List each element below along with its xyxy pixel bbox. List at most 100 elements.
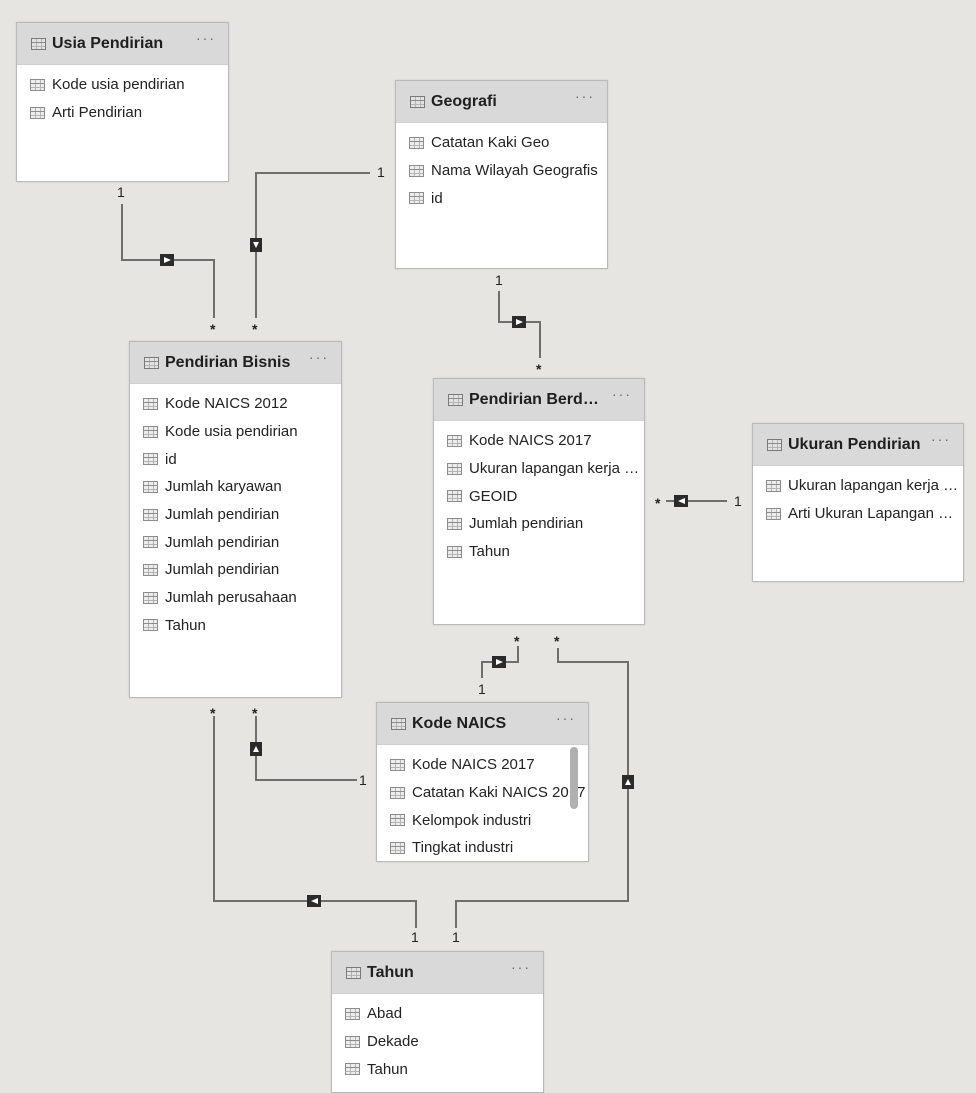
filter-direction-icon	[250, 238, 262, 252]
field-table-icon	[390, 758, 405, 771]
filter-direction-icon	[250, 742, 262, 756]
table-header[interactable]: Usia Pendirian ···	[17, 23, 228, 65]
table-title: Usia Pendirian	[52, 34, 164, 52]
field-row[interactable]: Jumlah perusahaan	[130, 584, 341, 612]
field-row[interactable]: Dekade	[332, 1028, 543, 1056]
field-label: Ukuran lapangan kerja pendi...	[788, 477, 963, 495]
more-options-icon[interactable]: ···	[575, 87, 595, 104]
field-row[interactable]: Arti Ukuran Lapangan Kerj...	[753, 500, 963, 528]
field-label: Jumlah perusahaan	[165, 589, 297, 607]
field-row[interactable]: Kode usia pendirian	[130, 418, 341, 446]
field-table-icon	[143, 619, 158, 632]
field-row[interactable]: Arti Pendirian	[17, 99, 228, 127]
field-row[interactable]: GEOID	[434, 482, 644, 510]
field-label: Ukuran lapangan kerja pendi...	[469, 460, 644, 478]
field-label: Catatan Kaki Geo	[431, 134, 550, 152]
field-table-icon	[345, 1035, 360, 1048]
more-options-icon[interactable]: ···	[511, 958, 531, 975]
table-header[interactable]: Ukuran Pendirian ···	[753, 424, 963, 466]
field-row[interactable]: Ukuran lapangan kerja pendi...	[434, 455, 644, 483]
field-label: id	[431, 189, 443, 207]
field-row[interactable]: Jumlah pendirian	[434, 510, 644, 538]
cardinality-one: 1	[495, 272, 503, 288]
table-card-pendirian-berdasarkan[interactable]: Pendirian Berdasa... ··· Kode NAICS 2017…	[433, 378, 645, 625]
field-label: Jumlah pendirian	[469, 515, 584, 533]
table-title: Pendirian Berdasa...	[469, 390, 606, 408]
field-row[interactable]: id	[396, 184, 607, 212]
scrollbar-thumb[interactable]	[570, 747, 578, 809]
cardinality-one: 1	[452, 929, 460, 945]
table-header[interactable]: Geografi ···	[396, 81, 607, 123]
more-options-icon[interactable]: ···	[931, 430, 951, 447]
field-list: Ukuran lapangan kerja pendi... Arti Ukura…	[753, 466, 963, 527]
field-label: Kode NAICS 2017	[412, 756, 535, 774]
more-options-icon[interactable]: ···	[612, 385, 632, 402]
field-label: Kode NAICS 2017	[469, 432, 592, 450]
field-label: Nama Wilayah Geografis	[431, 162, 598, 180]
field-table-icon	[409, 192, 424, 205]
field-table-icon	[447, 462, 462, 475]
field-table-icon	[447, 545, 462, 558]
field-row[interactable]: Kelompok industri	[377, 806, 588, 834]
field-row[interactable]: Catatan Kaki Geo	[396, 129, 607, 157]
table-header[interactable]: Pendirian Bisnis ···	[130, 342, 341, 384]
more-options-icon[interactable]: ···	[556, 709, 576, 726]
filter-direction-icon	[492, 656, 506, 668]
field-row[interactable]: Kode usia pendirian	[17, 71, 228, 99]
field-table-icon	[766, 479, 781, 492]
cardinality-many: *	[210, 321, 216, 337]
more-options-icon[interactable]: ···	[309, 348, 329, 365]
field-row[interactable]: Jumlah pendirian	[130, 556, 341, 584]
field-table-icon	[143, 536, 158, 549]
field-row[interactable]: id	[130, 445, 341, 473]
table-card-ukuran-pendirian[interactable]: Ukuran Pendirian ··· Ukuran lapangan ker…	[752, 423, 964, 582]
filter-direction-icon	[512, 316, 526, 328]
field-row[interactable]: Jumlah pendirian	[130, 501, 341, 529]
field-row[interactable]: Jumlah karyawan	[130, 473, 341, 501]
field-label: Kelompok industri	[412, 811, 532, 829]
table-icon	[410, 95, 425, 108]
field-table-icon	[143, 397, 158, 410]
field-row[interactable]: Ukuran lapangan kerja pendi...	[753, 472, 963, 500]
field-row[interactable]: Kode NAICS 2017	[377, 751, 588, 779]
table-header[interactable]: Kode NAICS ···	[377, 703, 588, 745]
field-row[interactable]: Tahun	[332, 1055, 543, 1083]
field-table-icon	[766, 507, 781, 520]
cardinality-one: 1	[734, 493, 742, 509]
field-row[interactable]: Abad	[332, 1000, 543, 1028]
field-table-icon	[345, 1063, 360, 1076]
field-row[interactable]: Tahun	[434, 538, 644, 566]
field-table-icon	[143, 480, 158, 493]
filter-direction-icon	[160, 254, 174, 266]
field-row[interactable]: Jumlah pendirian	[130, 528, 341, 556]
field-row[interactable]: Nama Wilayah Geografis	[396, 157, 607, 185]
cardinality-many: *	[252, 705, 258, 721]
more-options-icon[interactable]: ···	[196, 29, 216, 46]
field-table-icon	[447, 490, 462, 503]
field-row[interactable]: Kode NAICS 2012	[130, 390, 341, 418]
field-row[interactable]: Tahun	[130, 612, 341, 640]
field-label: Dekade	[367, 1033, 419, 1051]
field-table-icon	[409, 164, 424, 177]
field-row[interactable]: Tingkat industri	[377, 834, 588, 861]
field-label: Abad	[367, 1005, 403, 1023]
relationship-geografi-bisnis	[255, 172, 370, 318]
table-header[interactable]: Tahun ···	[332, 952, 543, 994]
field-row[interactable]: Kode NAICS 2017	[434, 427, 644, 455]
field-table-icon	[345, 1007, 360, 1020]
field-table-icon	[143, 591, 158, 604]
table-icon	[144, 356, 159, 369]
field-row[interactable]: Catatan Kaki NAICS 2017	[377, 779, 588, 807]
table-header[interactable]: Pendirian Berdasa... ···	[434, 379, 644, 421]
